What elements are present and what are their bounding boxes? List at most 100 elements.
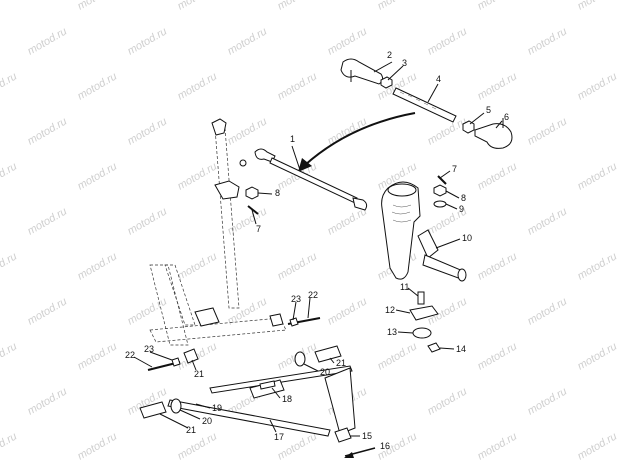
watermark-text: motod.ru [476,160,520,192]
assembly-arrow-shaft [304,112,416,166]
watermark-text: motod.ru [526,115,570,147]
watermark-text: motod.ru [576,250,620,282]
nut-8-right [433,184,447,197]
frame-tube-inner [164,264,196,326]
watermark-text: motod.ru [376,0,420,13]
callout-21-left: 21 [194,369,204,379]
watermark-text: motod.ru [226,295,270,327]
watermark-text: motod.ru [426,385,470,417]
watermark-text: motod.ru [326,295,370,327]
watermark-text: motod.ru [176,250,220,282]
watermark-text: motod.ru [0,430,19,462]
watermark-text: motod.ru [0,340,19,372]
tie-rod-end-left [340,58,384,85]
nut-23-right [289,317,299,327]
ball-joint-13 [412,327,432,339]
assembly-arrow-head [298,158,312,172]
tie-rod-tube [392,87,457,123]
watermark-text: motod.ru [526,295,570,327]
tie-rod-end-right [474,123,513,149]
watermark-text: motod.ru [176,0,220,13]
callout-21-lower: 21 [186,425,196,435]
callout-20-upper: 20 [320,367,330,377]
callout-23-right: 23 [291,294,301,304]
callout-3: 3 [402,58,407,68]
watermark-text: motod.ru [576,430,620,462]
watermark-text: motod.ru [26,205,70,237]
callout-8-right: 8 [461,193,466,203]
grease-fitting-18 [259,380,276,390]
watermark-text: motod.ru [176,430,220,462]
watermark-text: motod.ru [326,115,370,147]
callout-17: 17 [274,432,284,442]
watermark-text: motod.ru [0,160,19,192]
watermark-text: motod.ru [26,115,70,147]
watermark-text: motod.ru [476,430,520,462]
callout-22-right: 22 [308,290,318,300]
steering-knuckle-arm [417,229,439,259]
callout-6: 6 [504,112,509,122]
tie-rod-installed [254,148,368,211]
spindle-axle [422,254,464,280]
watermark-text: motod.ru [76,70,120,102]
watermark-text: motod.ru [76,0,120,13]
washer-left [239,159,247,167]
watermark-text: motod.ru [76,430,120,462]
watermark-text: motod.ru [226,115,270,147]
watermark-text: motod.ru [376,340,420,372]
callout-20-lower: 20 [202,416,212,426]
bushing-21-lower [139,401,167,419]
nut-23-left [171,357,181,367]
watermark-text: motod.ru [76,250,120,282]
pitman-block [214,180,240,200]
watermark-text: motod.ru [126,115,170,147]
callout-22-left: 22 [125,350,135,360]
watermark-text: motod.ru [476,70,520,102]
watermark-text: motod.ru [526,205,570,237]
bolt-7-left [247,205,259,215]
callout-12: 12 [385,305,395,315]
callout-18: 18 [282,394,292,404]
watermark-text: motod.ru [476,250,520,282]
watermark-text: motod.ru [176,70,220,102]
a-arm-knuckle [324,367,356,435]
watermark-text: motod.ru [0,0,19,13]
nut-8-left [245,186,259,200]
callout-13: 13 [387,327,397,337]
callout-5: 5 [486,105,491,115]
spindle-top [387,183,417,197]
watermark-text: motod.ru [176,160,220,192]
ball-joint-stud-11 [417,291,425,305]
spindle-ribs [391,204,412,223]
callout-14: 14 [456,344,466,354]
watermark-text: motod.ru [126,25,170,57]
watermark-text: motod.ru [526,385,570,417]
bushing-21-left [183,348,199,364]
a-arm-lower-tube [167,399,331,437]
watermark-text: motod.ru [126,205,170,237]
bushing-21-upper [314,345,342,363]
watermark-text: motod.ru [326,205,370,237]
frame-bracket-right [269,313,284,327]
nut-14 [427,342,441,353]
steering-arm [211,118,227,136]
watermark-text: motod.ru [26,295,70,327]
callout-labels: 1 2 3 4 5 6 7 7 8 8 9 10 11 12 13 14 15 … [125,50,509,451]
callout-2: 2 [387,50,392,60]
nut-15 [334,427,352,443]
watermark-text: motod.ru [576,160,620,192]
watermark-text: motod.ru [0,70,19,102]
washer-9 [433,200,447,208]
callout-23-left: 23 [144,344,154,354]
callout-21-upper: 21 [336,358,346,368]
watermark-text: motod.ru [226,25,270,57]
callout-11: 11 [400,282,409,292]
callout-9: 9 [459,204,464,214]
tie-rod-assembly-top [340,58,513,149]
watermark-text: motod.ru [126,295,170,327]
steering-column [214,127,240,309]
leader-lines [133,61,503,437]
spindle-body [381,181,421,280]
